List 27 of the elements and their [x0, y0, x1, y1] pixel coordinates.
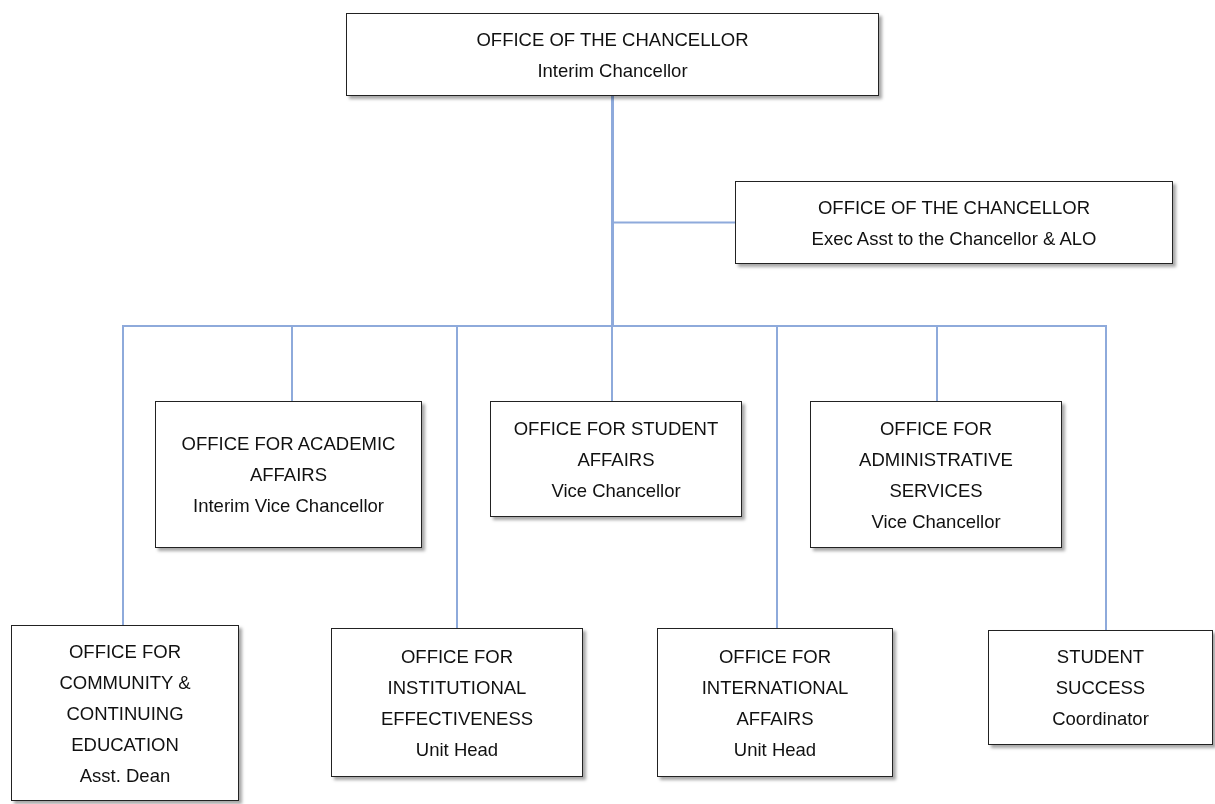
office-name: OFFICE FOR STUDENT AFFAIRS — [512, 416, 720, 472]
position-title: Exec Asst to the Chancellor & ALO — [811, 226, 1097, 251]
org-box — [657, 628, 893, 777]
org-box — [11, 625, 239, 801]
office-name: OFFICE FOR COMMUNITY & CONTINUING EDUCATION — [58, 639, 192, 757]
org-box — [155, 401, 422, 548]
position-title: Interim Chancellor — [537, 58, 688, 83]
org-box — [810, 401, 1062, 548]
position-title: Coordinator — [1052, 707, 1149, 731]
office-name: OFFICE FOR ADMINISTRATIVE SERVICES — [858, 416, 1014, 503]
position-title: Interim Vice Chancellor — [193, 494, 384, 518]
position-title: Vice Chancellor — [871, 509, 1001, 534]
office-name: OFFICE FOR INTERNATIONAL AFFAIRS — [700, 644, 850, 731]
office-name: OFFICE FOR ACADEMIC AFFAIRS — [180, 432, 397, 487]
org-box — [346, 13, 879, 96]
org-box — [490, 401, 742, 517]
office-name: OFFICE OF THE CHANCELLOR — [817, 195, 1091, 220]
position-title: Vice Chancellor — [551, 478, 681, 503]
org-box — [735, 181, 1173, 264]
office-name: OFFICE FOR INSTITUTIONAL EFFECTIVENESS — [379, 644, 535, 731]
org-box — [331, 628, 583, 777]
org-box — [988, 630, 1213, 745]
office-name: OFFICE OF THE CHANCELLOR — [476, 27, 749, 52]
position-title: Unit Head — [733, 737, 817, 762]
office-name: STUDENT SUCCESS — [1054, 645, 1147, 700]
position-title: Asst. Dean — [79, 763, 171, 788]
position-title: Unit Head — [415, 737, 499, 762]
